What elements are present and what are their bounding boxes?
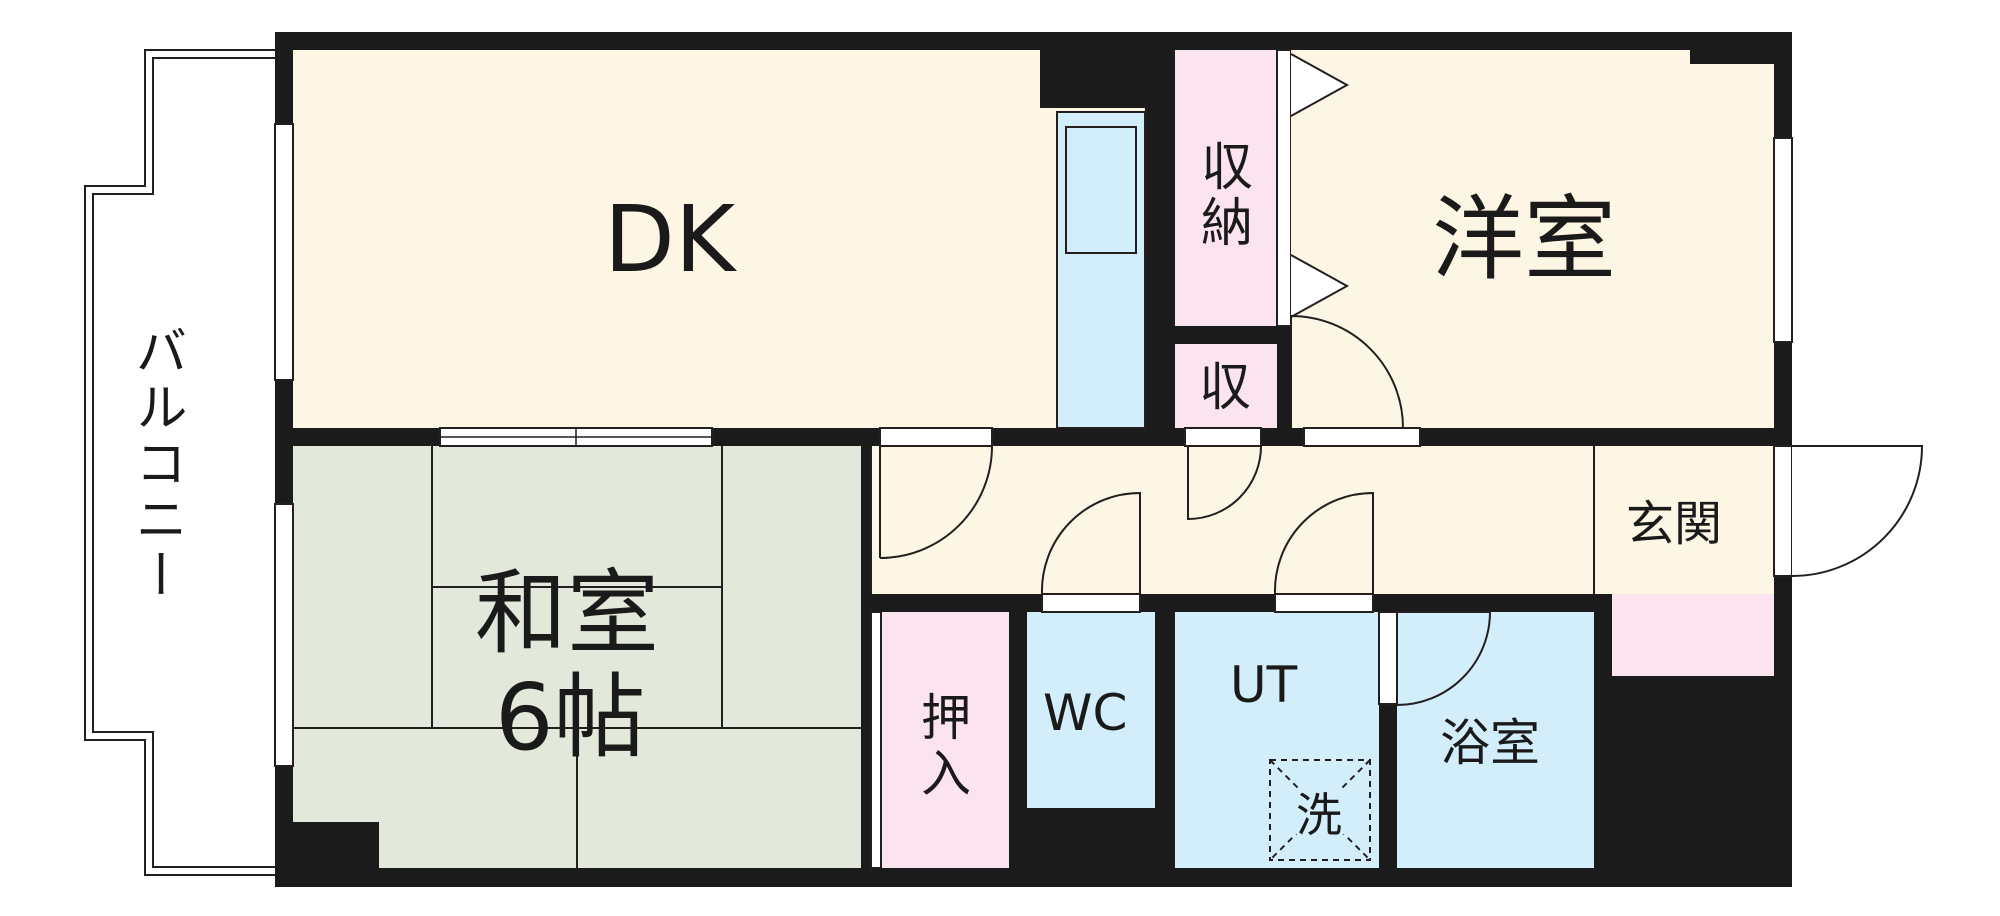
door-opening: [1303, 427, 1421, 447]
ut-door-swing: [1273, 491, 1374, 595]
washer-label-bg: [1292, 790, 1348, 834]
window-right: [1773, 137, 1793, 343]
washitsu-door-swing: [879, 445, 994, 559]
shoe-storage: [1612, 594, 1774, 676]
dk-label: DK: [604, 186, 736, 293]
window-left-upper: [274, 123, 294, 381]
yoshitsu-floor: [1291, 50, 1774, 428]
entrance-opening: [1773, 445, 1793, 577]
wc-floor: [1027, 612, 1155, 808]
yoshitsu-door-swing: [1290, 314, 1404, 429]
entrance-door-swing: [1791, 445, 1924, 577]
genkan-floor: [1594, 446, 1774, 594]
washer-space: [1269, 759, 1371, 861]
folding-door: [1290, 53, 1350, 117]
door-opening: [1041, 593, 1141, 613]
wc-door-swing: [1040, 491, 1141, 595]
closet-small-door-swing: [1187, 445, 1262, 521]
bath-label: 浴室: [1440, 714, 1540, 772]
closet-doors: [1276, 49, 1292, 327]
closet-top-floor: [1175, 50, 1277, 326]
tatami-lines: [293, 446, 861, 868]
balcony-inner-outline: [92, 57, 275, 868]
door-opening: [1274, 593, 1374, 613]
wc-label: WC: [1043, 684, 1128, 742]
bath-door-jamb: [1378, 611, 1398, 705]
bath-floor: [1397, 612, 1594, 868]
oshiire-floor: [881, 612, 1009, 868]
window-left-lower: [274, 503, 294, 767]
washitsu-corner-wall: [293, 822, 379, 868]
door-opening: [879, 427, 993, 447]
oshiire-label: 押入: [921, 689, 971, 803]
washer-label: 洗: [1296, 788, 1342, 842]
balcony-outline: [84, 49, 275, 876]
closet-top-label: 収納: [1200, 138, 1253, 254]
door-opening: [1184, 427, 1262, 447]
folding-door: [1290, 254, 1350, 318]
dk-corner-wall: [1040, 50, 1145, 108]
oshiire-doors: [870, 611, 882, 869]
genkan-label: 玄関: [1626, 496, 1723, 552]
washitsu-size-label: 6帖: [495, 664, 646, 771]
bath-door-swing: [1396, 611, 1492, 706]
washitsu-name-label: 和室: [475, 560, 660, 667]
yoshitsu-label: 洋室: [1432, 186, 1617, 293]
kitchen-sink: [1065, 126, 1137, 254]
ut-label: UT: [1230, 656, 1298, 714]
closet-small-label: 収: [1199, 358, 1252, 418]
balcony-label: バルコニー: [126, 324, 186, 604]
dk-floor-lower: [293, 50, 1145, 428]
yoshitsu-corner-wall: [1690, 50, 1774, 64]
ut-floor: [1175, 612, 1379, 868]
closet-small-floor: [1175, 344, 1277, 428]
